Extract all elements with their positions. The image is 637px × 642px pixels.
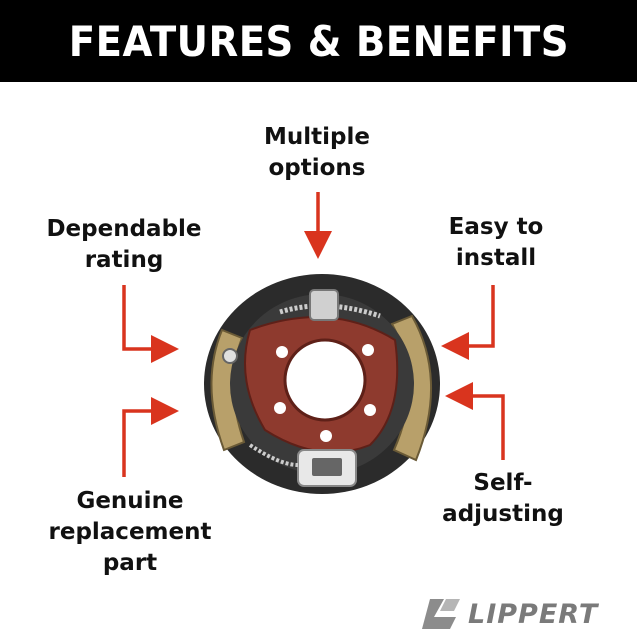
header-banner: FEATURES & BENEFITS	[0, 0, 637, 82]
center-hole	[283, 338, 367, 422]
feature-label-multiple-options: Multiple options	[264, 124, 370, 181]
bolt-hole	[274, 402, 286, 414]
feature-label-genuine-replacement-part: Genuine replacement part	[48, 488, 212, 576]
brake-assembly-image	[204, 274, 440, 494]
feature-label-self-adjusting: Self- adjusting	[442, 470, 564, 527]
arrow-dependable-rating	[122, 285, 179, 363]
arrow-genuine-replacement-part	[122, 397, 179, 477]
lippert-mark-icon	[422, 599, 460, 629]
page-title: FEATURES & BENEFITS	[68, 16, 569, 66]
brand-name: LIPPERT	[468, 598, 599, 630]
bolt-hole	[276, 346, 288, 358]
bottom-spring	[248, 443, 299, 467]
feature-label-easy-to-install: Easy to install	[448, 214, 544, 271]
bolt-hole	[362, 344, 374, 356]
bolt-hole	[320, 430, 332, 442]
magnet-face	[312, 458, 342, 476]
pivot-pin	[222, 348, 238, 364]
bolt-hole	[364, 404, 376, 416]
top-spring	[279, 303, 381, 319]
brand-logo: LIPPERT	[420, 596, 620, 632]
feature-label-dependable-rating: Dependable rating	[46, 216, 202, 273]
actuator-pin	[309, 289, 339, 321]
